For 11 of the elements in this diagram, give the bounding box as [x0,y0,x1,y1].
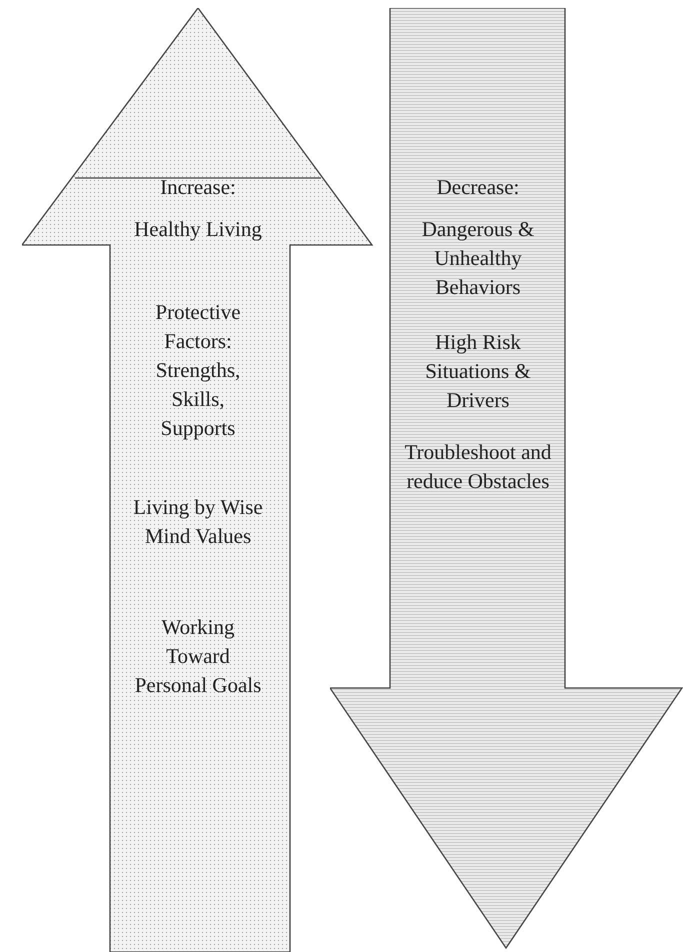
up-arrow [22,8,374,952]
arrow-text: Working Toward Personal Goals [134,614,262,699]
arrow-text: Living by Wise Mind Values [133,494,263,550]
arrow-text: Troubleshoot and reduce Obstacles [404,439,552,495]
arrow-text: High Risk Situations & Drivers [424,329,532,414]
arrow-heading: Decrease: [436,174,520,201]
arrow-text: Protective Factors: Strengths, Skills, Supports [154,299,242,442]
down-arrow [330,8,683,952]
arrow-text: Dangerous & Unhealthy Behaviors [420,216,536,301]
arrow-heading: Increase: [159,174,237,201]
arrow-text: Healthy Living [133,216,263,243]
